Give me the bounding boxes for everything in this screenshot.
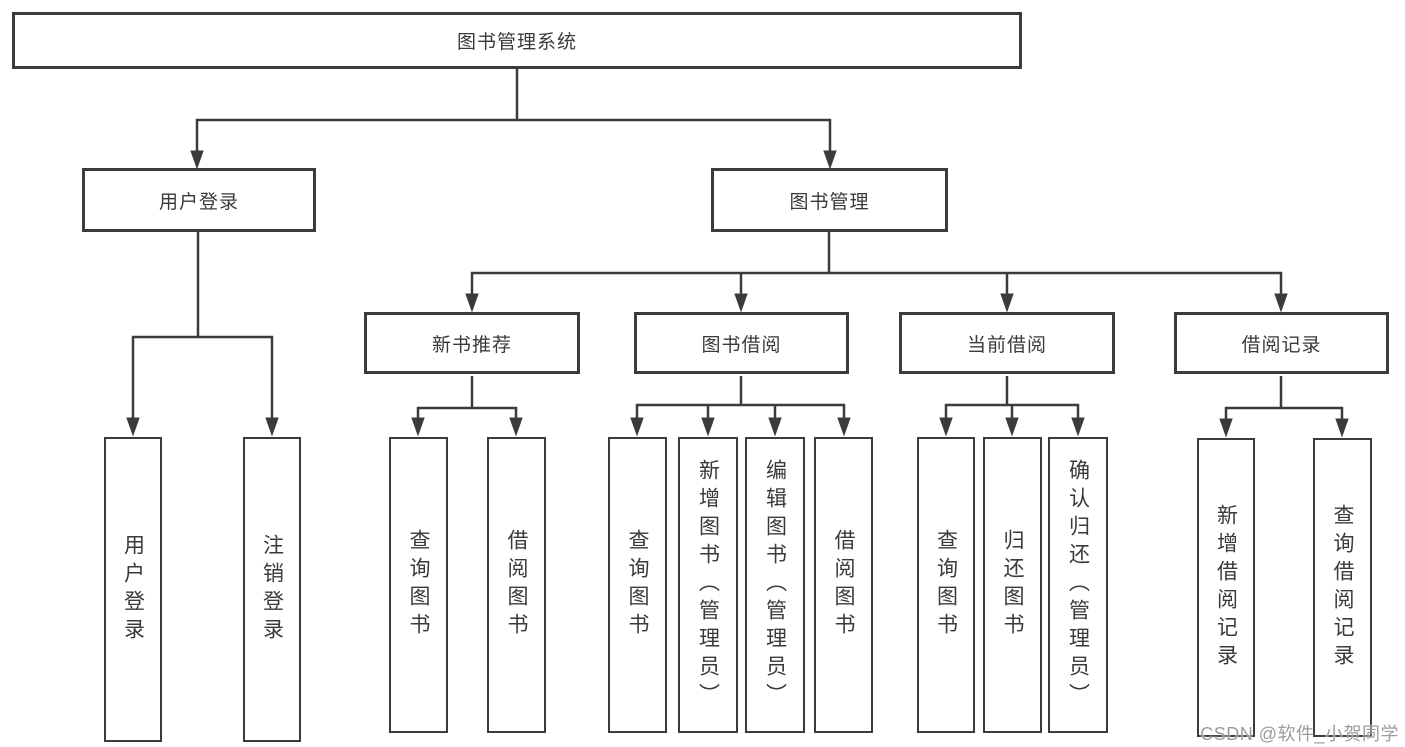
node-current-borrow: 当前借阅 <box>899 312 1115 374</box>
leaf-current-return: 归还图书 <box>983 437 1042 733</box>
connector-current-borrow-branch <box>939 376 1085 437</box>
leaf-borrow-book-label: 借阅图书 <box>832 529 855 641</box>
node-book-borrow: 图书借阅 <box>634 312 849 374</box>
leaf-current-confirm-return-label: 确认归还（管理员） <box>1066 459 1090 711</box>
connector-book-mgmt-branch <box>465 231 1288 313</box>
leaf-borrow-add-book-label: 新增图书（管理员） <box>696 459 720 711</box>
leaf-logout-label: 注销登录 <box>260 533 284 646</box>
leaf-borrow-add-book: 新增图书（管理员） <box>678 437 738 733</box>
node-borrow-records: 借阅记录 <box>1174 312 1389 374</box>
leaf-records-search-label: 查询借阅记录 <box>1331 503 1354 672</box>
node-new-books-label: 新书推荐 <box>431 334 512 356</box>
node-root-label: 图书管理系统 <box>456 32 577 53</box>
leaf-user-login: 用户登录 <box>104 437 162 742</box>
leaf-borrow-book: 借阅图书 <box>814 437 873 733</box>
leaf-current-search-label: 查询图书 <box>934 529 958 641</box>
leaf-borrow-search: 查询图书 <box>608 437 667 733</box>
leaf-current-search: 查询图书 <box>917 437 975 733</box>
leaf-newbooks-borrow: 借阅图书 <box>487 437 546 733</box>
leaf-user-login-label: 用户登录 <box>121 533 145 646</box>
connector-user-login-branch <box>126 231 279 437</box>
leaf-records-search: 查询借阅记录 <box>1313 438 1372 737</box>
connector-root-to-level2 <box>190 68 837 170</box>
node-user-login-label: 用户登录 <box>158 191 239 213</box>
leaf-records-add: 新增借阅记录 <box>1197 438 1255 737</box>
node-borrow-records-label: 借阅记录 <box>1241 334 1322 356</box>
leaf-borrow-search-label: 查询图书 <box>626 529 649 641</box>
connector-borrow-records-branch <box>1219 376 1349 438</box>
leaf-newbooks-search: 查询图书 <box>389 437 448 733</box>
connector-book-borrow-branch <box>630 376 851 437</box>
node-book-mgmt-label: 图书管理 <box>789 191 870 213</box>
node-current-borrow-label: 当前借阅 <box>966 334 1047 356</box>
leaf-newbooks-borrow-label: 借阅图书 <box>505 529 528 641</box>
leaf-newbooks-search-label: 查询图书 <box>407 529 430 641</box>
connector-new-books-branch <box>411 376 523 437</box>
node-book-borrow-label: 图书借阅 <box>701 334 782 356</box>
node-root: 图书管理系统 <box>12 12 1022 69</box>
leaf-current-return-label: 归还图书 <box>1001 529 1024 641</box>
leaf-logout: 注销登录 <box>243 437 301 742</box>
leaf-current-confirm-return: 确认归还（管理员） <box>1048 437 1108 733</box>
node-new-books: 新书推荐 <box>364 312 580 374</box>
node-book-mgmt: 图书管理 <box>711 168 948 232</box>
csdn-watermark: CSDN @软件_小贺同学 <box>1200 724 1399 744</box>
leaf-borrow-edit-book-label: 编辑图书（管理员） <box>763 459 787 711</box>
leaf-records-add-label: 新增借阅记录 <box>1214 503 1238 672</box>
node-user-login: 用户登录 <box>82 168 316 232</box>
leaf-borrow-edit-book: 编辑图书（管理员） <box>745 437 805 733</box>
